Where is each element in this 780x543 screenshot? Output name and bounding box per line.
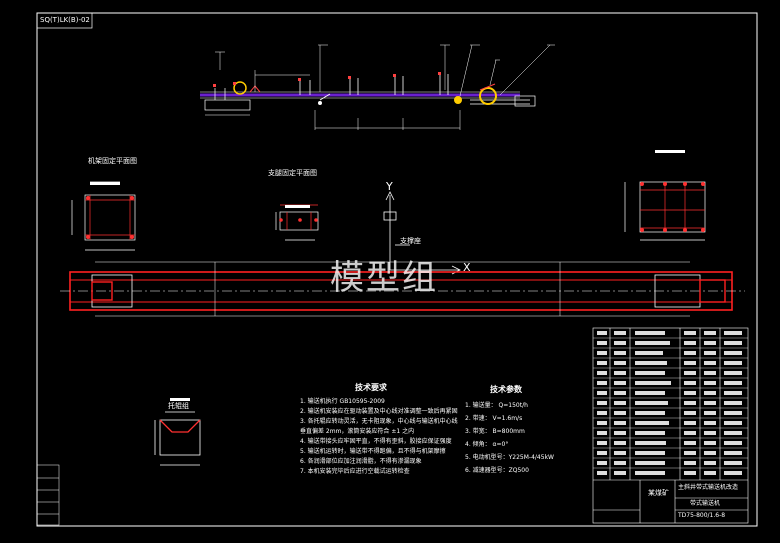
title-block xyxy=(592,327,749,524)
param-line: 3. 带宽： B=800mm xyxy=(465,428,525,435)
company-name: 某煤矿 xyxy=(648,489,669,497)
req-line: 1. 输送机执行 GB10595-2009 xyxy=(300,398,385,405)
drive-drum xyxy=(233,81,247,95)
head-drum xyxy=(479,87,497,105)
req-line: 4. 输送带接头应牢固平直，不得有歪斜，胶接应保证强度 xyxy=(300,438,452,445)
axis-arrows xyxy=(383,191,461,275)
support-label: 支撑座 xyxy=(400,237,421,245)
param-line: 6. 减速器型号：ZQ500 xyxy=(465,467,529,474)
title-block-text-marks xyxy=(597,331,742,475)
title-block-rows xyxy=(593,337,748,469)
req-line: 5. 输送机运转时，输送带不得跑偏，且不得与机架摩擦 xyxy=(300,448,446,455)
watermark: 模型组 xyxy=(330,258,438,298)
sheet-border xyxy=(36,12,758,527)
axis-y-label: Y xyxy=(386,180,393,193)
middle-view-title: 支腿固定平面图 xyxy=(268,169,317,177)
middle-leg-plan xyxy=(275,204,319,241)
tech-requirements-title: 技术要求 xyxy=(355,383,387,392)
roller-section xyxy=(154,398,201,466)
req-line: 垂直偏差 2mm，滚筒安装应符合 ±1 之内 xyxy=(300,428,415,435)
req-line: 7. 本机安装完毕后应进行空载试运转检查 xyxy=(300,468,410,475)
tech-params-title: 技术参数 xyxy=(490,385,522,394)
right-frame-plan xyxy=(624,150,706,241)
bottom-left-title: 托辊组 xyxy=(168,402,189,410)
revision-block xyxy=(36,464,60,526)
corner-code: SQ(T)LK(B)-02 xyxy=(40,16,90,24)
param-line: 5. 电动机型号：Y225M-4/45kW xyxy=(465,454,554,461)
tech-params: 技术参数 1. 输送量： Q=150t/h 2. 带速： V=1.6m/s 3.… xyxy=(465,383,585,477)
req-line: 2. 输送机安装应在驱动装置及中心线对准调整一致后再紧固 xyxy=(300,408,458,415)
corner-code-box xyxy=(36,12,93,29)
tech-requirements: 技术要求 1. 输送机执行 GB10595-2009 2. 输送机安装应在驱动装… xyxy=(300,383,470,477)
elevation-view xyxy=(200,44,555,130)
axis-x-label: X xyxy=(463,261,471,274)
param-line: 2. 带速： V=1.6m/s xyxy=(465,415,523,422)
drawing-number: TD75-800/1.6-8 xyxy=(678,512,726,519)
left-frame-plan xyxy=(71,181,136,251)
drawing-name: 带式输送机 xyxy=(690,500,721,507)
req-line: 3. 各托辊应转动灵活，无卡阻现象，中心线与输送机中心线 xyxy=(300,418,458,425)
param-line: 4. 倾角： α=0° xyxy=(465,441,509,448)
req-line: 6. 各润滑部位应加注润滑脂，不得有渗漏现象 xyxy=(300,458,422,465)
project-name: 主斜井带式输送机改造 xyxy=(678,484,739,491)
param-line: 1. 输送量： Q=150t/h xyxy=(465,402,528,409)
left-view-title: 机架固定平面图 xyxy=(88,157,137,165)
belt-plan-view xyxy=(60,261,745,317)
